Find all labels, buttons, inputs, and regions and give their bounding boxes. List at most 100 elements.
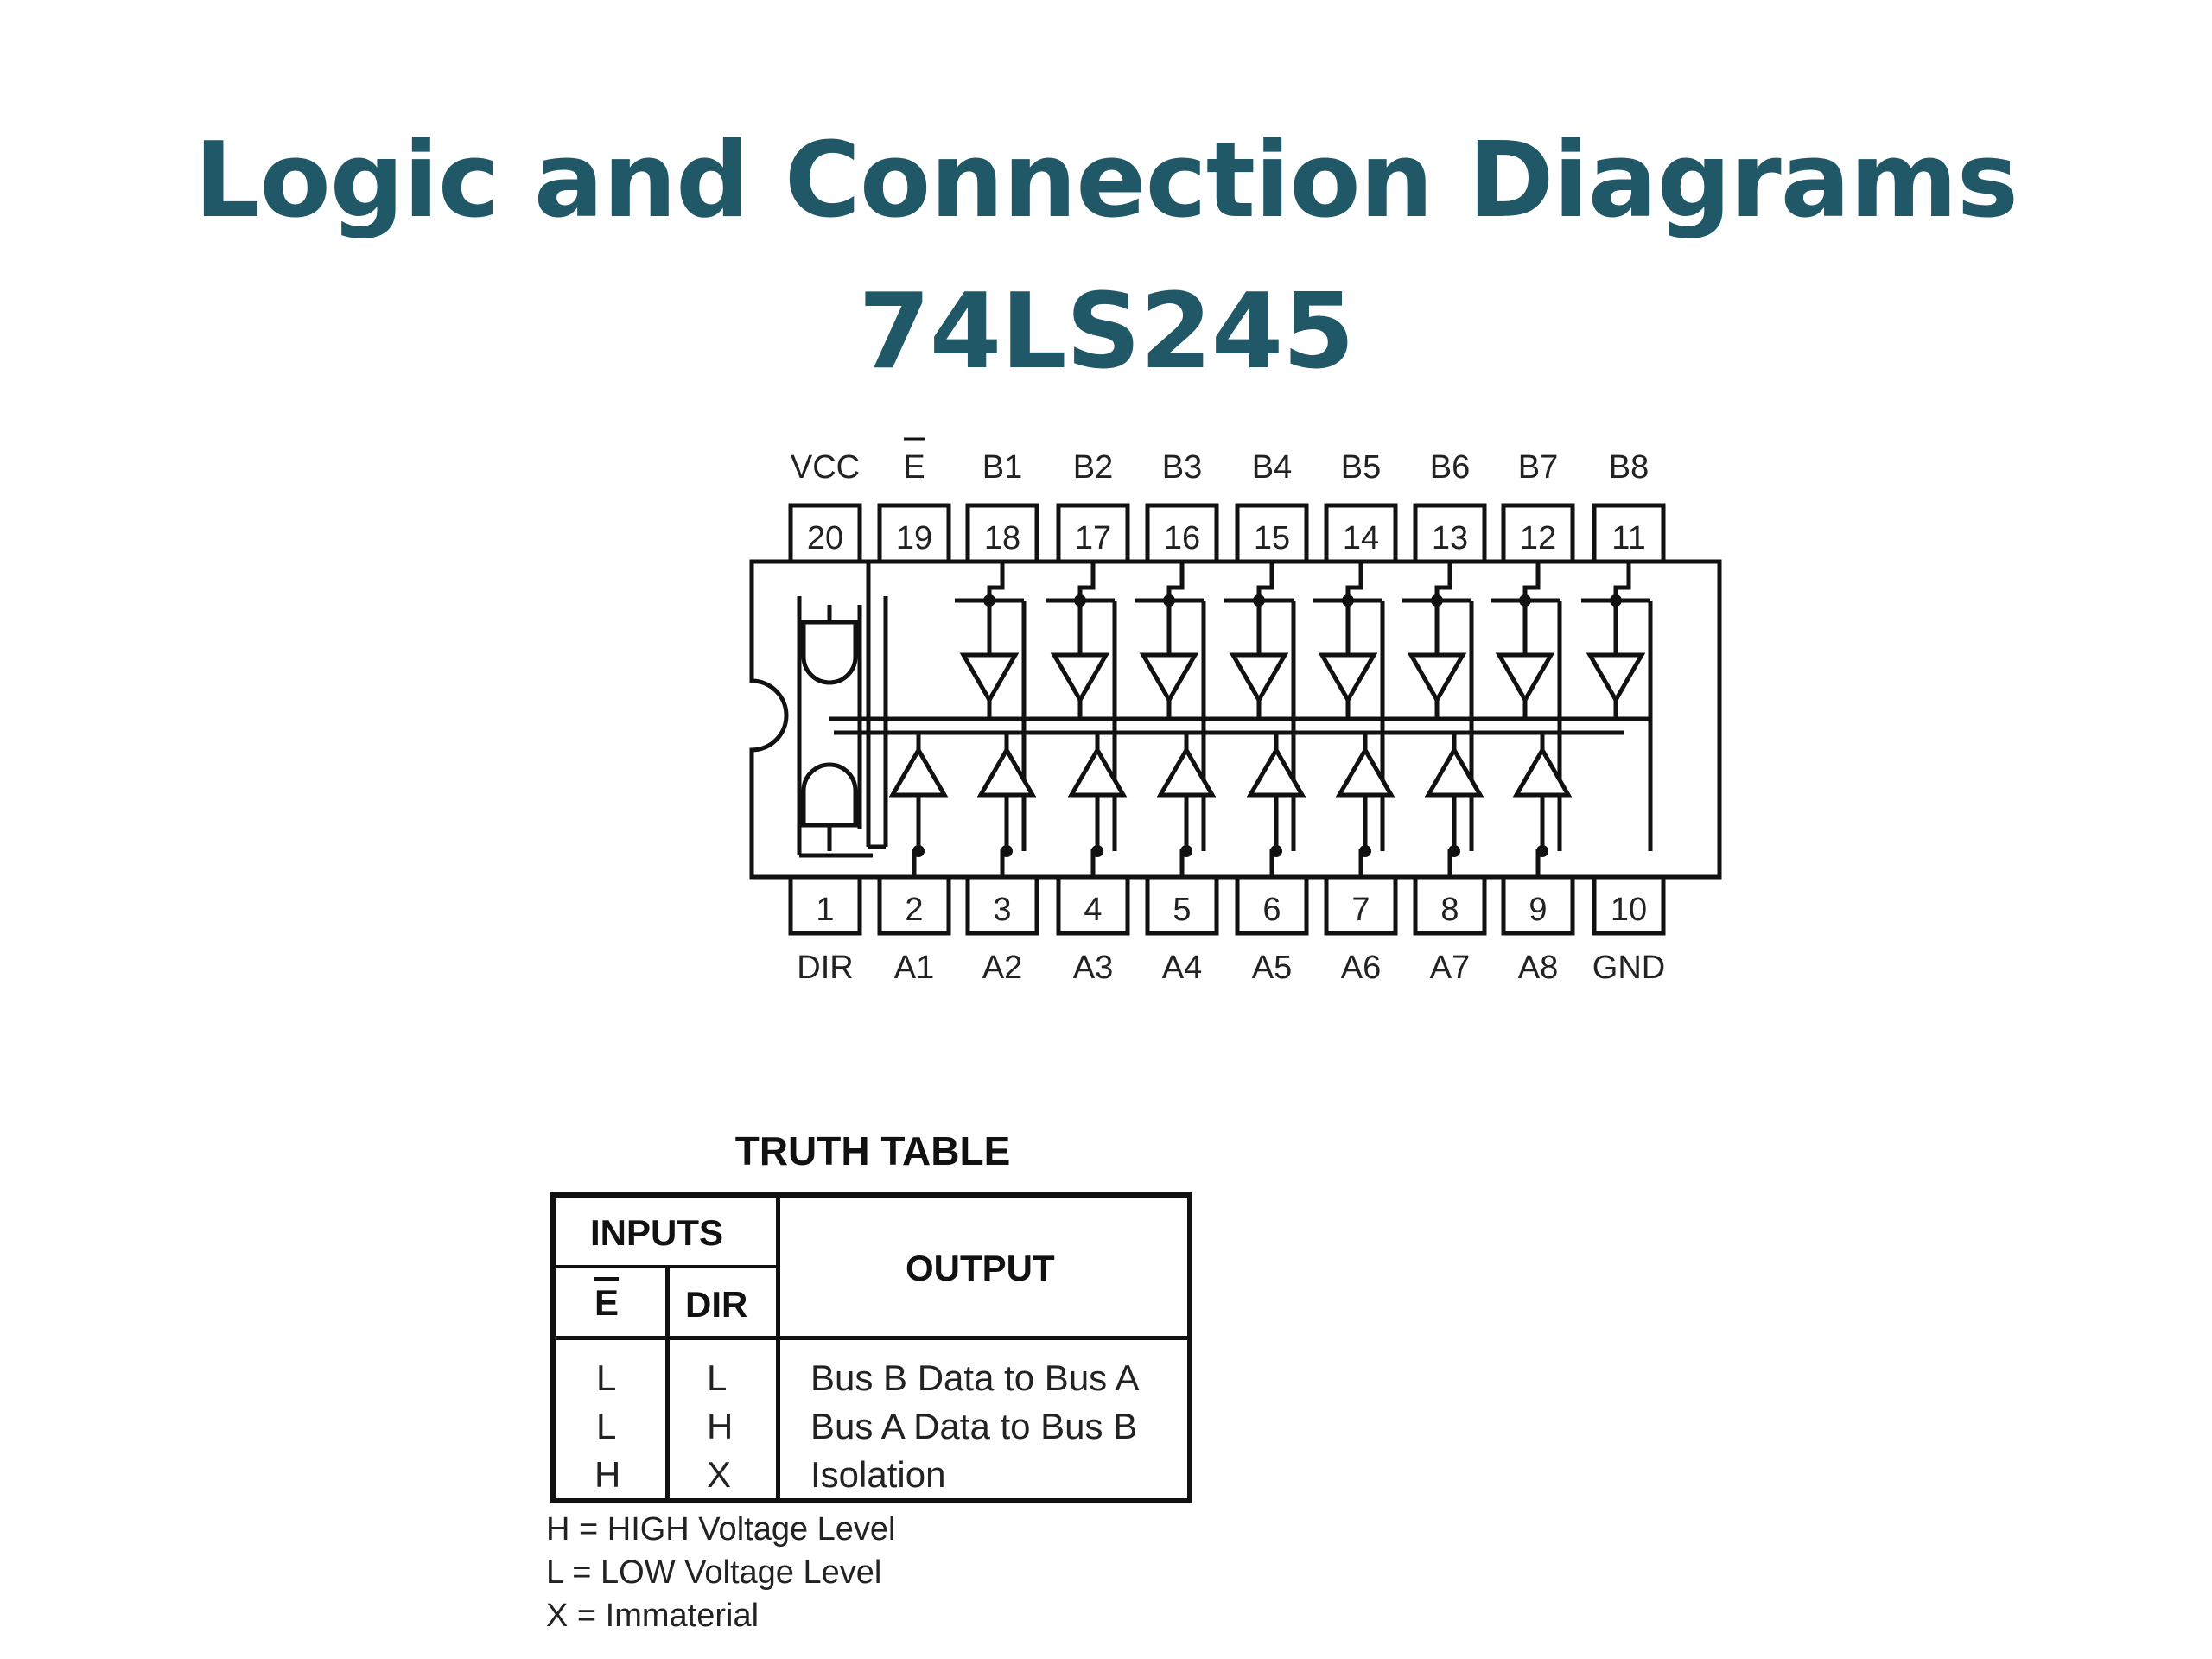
bottom-pin-number: 2 [905, 892, 923, 928]
tt-divider-output [776, 1198, 780, 1498]
junction-dot [1270, 845, 1282, 857]
junction-dot [1359, 845, 1371, 857]
tt-dir-header: DIR [685, 1284, 748, 1325]
top-pin-box [1056, 503, 1130, 564]
trace-b [1613, 562, 1631, 601]
tt-output-header: OUTPUT [906, 1248, 1055, 1288]
bottom-pin-number: 8 [1440, 892, 1459, 928]
bottom-pin-label: A4 [1162, 950, 1202, 986]
junction-dot [1536, 845, 1548, 857]
top-pin-number: 18 [984, 520, 1020, 556]
top-pin-box [965, 503, 1039, 564]
buffer-channel [1335, 562, 1474, 877]
junction-dot [1001, 845, 1013, 857]
top-pin-box [1501, 503, 1575, 564]
bottom-pin-number: 7 [1351, 892, 1370, 928]
bottom-pin-label: A6 [1341, 950, 1381, 986]
top-pin-box [1324, 503, 1398, 564]
junction-dot [1519, 594, 1531, 607]
bottom-pin-box [877, 874, 951, 936]
buffer-down-triangle [1229, 652, 1289, 705]
top-pin-number: 20 [807, 520, 843, 556]
junction-dot [912, 845, 925, 857]
slide-title-line2: 74LS245 [858, 272, 1354, 392]
top-pin-label: B3 [1162, 449, 1202, 486]
junction-dot [1431, 594, 1443, 607]
bottom-pin-number: 1 [816, 892, 834, 928]
top-pin-label: B4 [1252, 449, 1292, 486]
top-pin-number: 16 [1164, 520, 1200, 556]
bottom-pin-box [1235, 874, 1309, 936]
junction-dot [1091, 845, 1103, 857]
top-pin-label: B6 [1430, 449, 1470, 486]
tt-cell-e: H [594, 1454, 621, 1495]
bottom-pin-number: 4 [1084, 892, 1102, 928]
buffer-down-triangle [1318, 652, 1378, 705]
top-pin-number: 14 [1343, 520, 1379, 556]
trace-b [1522, 562, 1541, 601]
top-pin-box [1413, 503, 1487, 564]
bottom-pin-label: A5 [1252, 950, 1292, 986]
top-pin-box [877, 503, 951, 564]
junction-dot [1253, 594, 1265, 607]
top-pin-label: E [903, 449, 925, 486]
buffer-channel [1512, 562, 1653, 877]
tt-cell-e: L [596, 1406, 617, 1446]
tt-cell-output: Bus B Data to Bus A [810, 1357, 1140, 1398]
tt-cell-dir: H [707, 1406, 734, 1446]
junction-dot [1342, 594, 1354, 607]
connection-diagram: 20VCC19E18B117B216B315B414B513B612B711B8… [749, 437, 1722, 986]
trace-b [1077, 562, 1096, 601]
top-pin-label: B2 [1073, 449, 1113, 486]
note-low: L = LOW Voltage Level [546, 1554, 882, 1591]
buffer-channel [1156, 562, 1296, 877]
bottom-pin-number: 3 [993, 892, 1011, 928]
and-gate-bottom [801, 762, 858, 828]
junction-dot [983, 594, 995, 607]
buffer-channel [976, 562, 1117, 877]
trace-b [1256, 562, 1274, 601]
tt-divider-header [556, 1336, 1189, 1340]
buffer-up-triangle [888, 745, 949, 798]
bottom-pin-number: 5 [1173, 892, 1191, 928]
top-pin-box [788, 503, 862, 564]
trace-b [987, 562, 1005, 601]
top-pin-box [1145, 503, 1219, 564]
trace-b [1345, 562, 1363, 601]
bottom-pin-label: DIR [797, 950, 853, 986]
junction-dot [1074, 594, 1086, 607]
bottom-pin-label: GND [1592, 950, 1665, 986]
buffer-down-triangle [1407, 652, 1467, 705]
bottom-pin-label: A2 [982, 950, 1022, 986]
top-pin-number: 11 [1611, 520, 1645, 556]
buffer-channel [888, 562, 1027, 877]
top-pin-label: B1 [982, 449, 1022, 486]
tt-cell-dir: X [707, 1454, 732, 1495]
buffer-down-triangle [1139, 652, 1199, 705]
legend-notes: H = HIGH Voltage Level L = LOW Voltage L… [546, 1508, 896, 1637]
bottom-pin-label: A7 [1430, 950, 1470, 986]
bottom-pin-box [788, 874, 862, 936]
truth-table: INPUTS OUTPUT E DIR L L Bus B Data to Bu… [550, 1192, 1192, 1503]
buffer-down-triangle [959, 652, 1020, 705]
buffer-down-triangle [1586, 652, 1646, 705]
chip-body [749, 559, 1722, 880]
top-pin-label: B7 [1518, 449, 1558, 486]
bottom-pin-number: 6 [1262, 892, 1281, 928]
junction-dot [1448, 845, 1460, 857]
truth-table-title: TRUTH TABLE [734, 1128, 1011, 1173]
bottom-pin-number: 10 [1611, 892, 1647, 928]
bottom-pin-box [965, 874, 1039, 936]
buffer-channel [1246, 562, 1385, 877]
top-pin-number: 19 [896, 520, 932, 556]
buffer-down-triangle [1050, 652, 1110, 705]
tt-cell-output: Isolation [810, 1454, 946, 1495]
trace-b [1434, 562, 1452, 601]
top-pin-box [1235, 503, 1309, 564]
tt-e-header: E [594, 1277, 620, 1323]
slide-title-line1: Logic and Connection Diagrams [194, 121, 2018, 241]
note-high: H = HIGH Voltage Level [546, 1511, 896, 1548]
note-immaterial: X = Immaterial [546, 1598, 760, 1634]
bottom-pin-number: 9 [1529, 892, 1547, 928]
top-pin-number: 15 [1254, 520, 1290, 556]
